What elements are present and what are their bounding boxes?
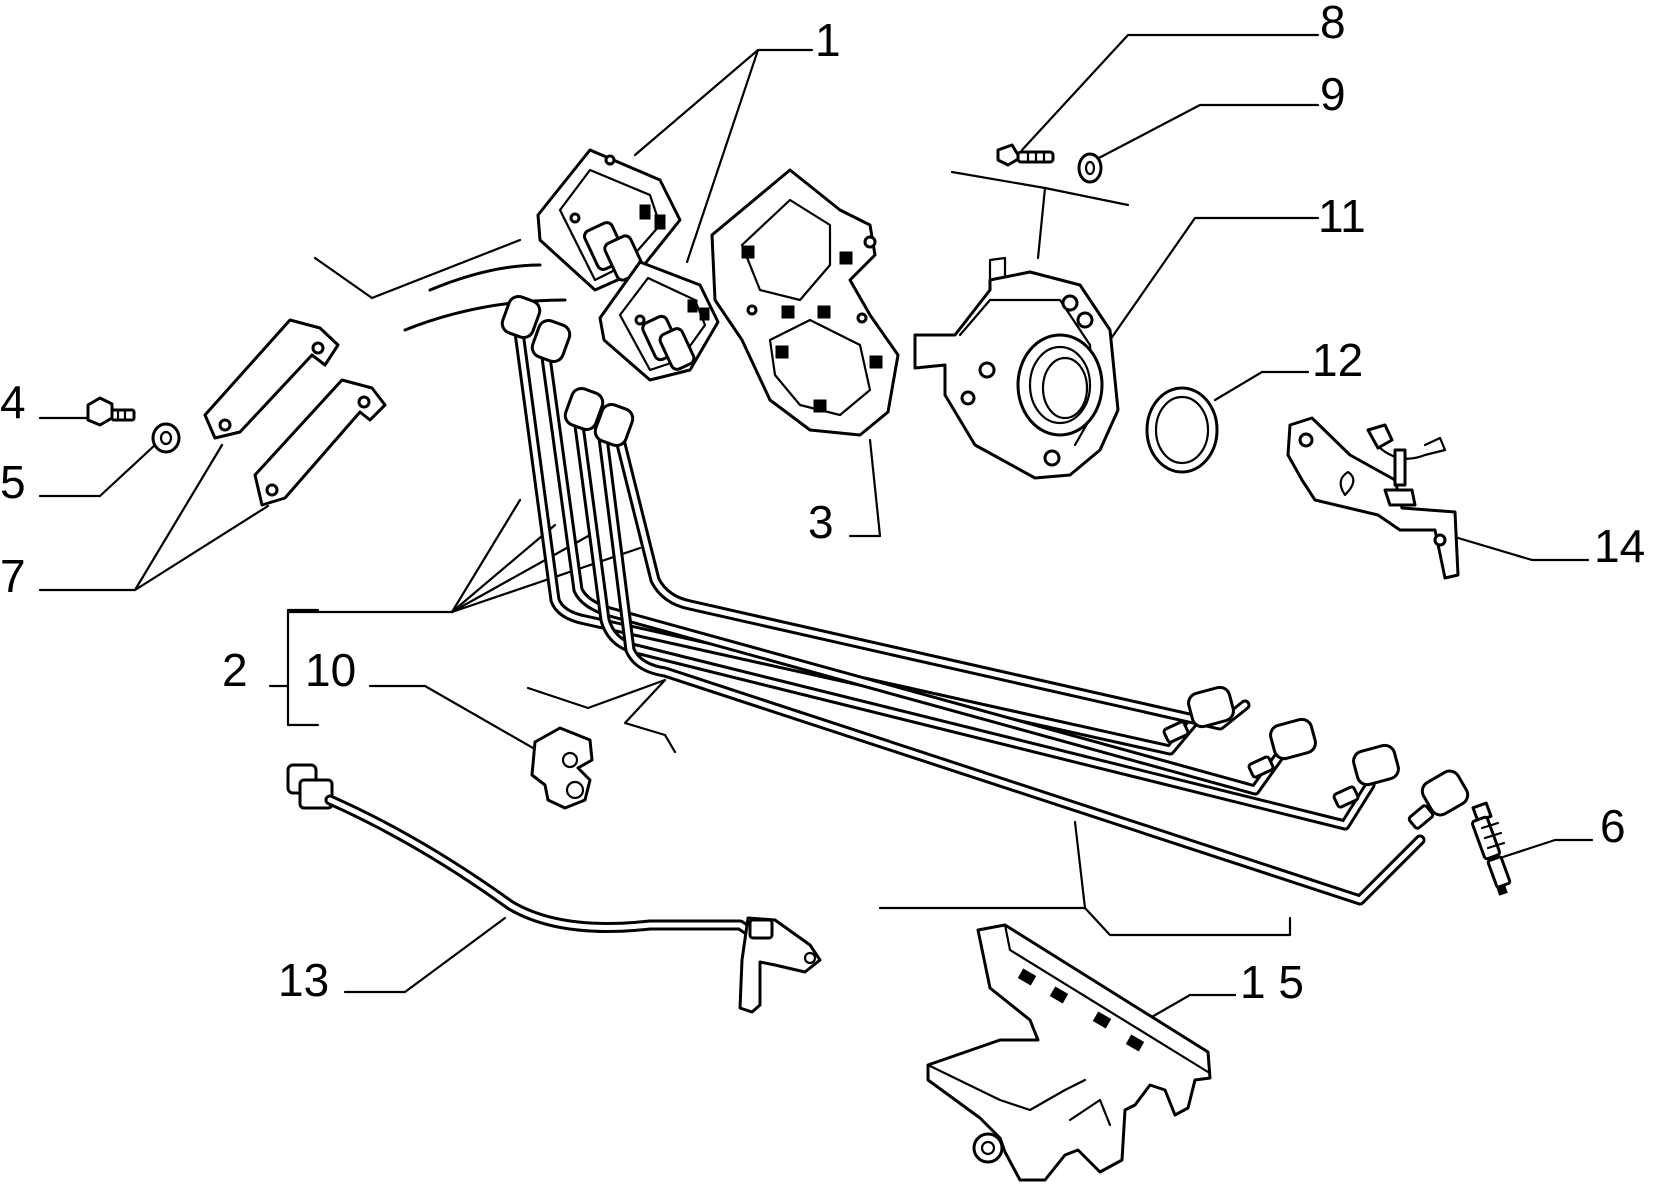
o-ring-12 [1145, 386, 1219, 474]
ignition-coil-upper [536, 148, 682, 292]
sensor-13 [286, 763, 822, 1014]
bracket-10 [526, 678, 667, 710]
leader-2c [450, 523, 557, 614]
callout-4: 4 [0, 376, 26, 428]
callout-8: 8 [1320, 0, 1346, 48]
spark-plug-6 [1470, 801, 1512, 896]
leader-8 [1020, 33, 1320, 152]
bracket-top [313, 238, 522, 300]
leader-9 [1093, 103, 1320, 162]
leader-1b [685, 48, 760, 264]
bracket-15 [878, 820, 1087, 910]
bracket-top-arc2 [428, 263, 542, 292]
leader-3 [848, 438, 882, 538]
leader-15 [1148, 993, 1237, 1020]
leader-5 [38, 443, 157, 498]
bracket-top-arc [403, 298, 567, 332]
leader-7b [133, 504, 270, 592]
callout-11: 11 [1318, 190, 1366, 242]
ignition-wires [500, 294, 1470, 906]
strap-7-lower [253, 378, 387, 507]
distributor-housing [913, 256, 1120, 480]
bracket-10b [623, 678, 677, 754]
leader-13 [343, 916, 507, 994]
leader-10 [368, 684, 542, 754]
leader-12 [1213, 370, 1310, 402]
bracket-15 [926, 923, 1212, 1182]
screw-4 [86, 396, 136, 427]
leader-14 [1436, 530, 1590, 562]
callout-13: 13 [278, 954, 329, 1006]
leader-1 [633, 48, 814, 157]
callout-3: 3 [808, 496, 834, 548]
ignition-coil-lower [598, 260, 720, 382]
callout-15: 1 5 [1240, 956, 1304, 1008]
callout-7: 7 [0, 550, 26, 602]
callout-2: 2 [222, 644, 248, 696]
bracket-2 [286, 608, 320, 727]
bracket-8-9b [1043, 186, 1130, 207]
callout-1: 1 [815, 14, 841, 66]
callout-6: 6 [1600, 800, 1626, 852]
callout-labels: 1 8 9 11 12 14 3 4 5 7 2 10 6 13 1 5 [0, 0, 1645, 1008]
bracket-8-9 [950, 170, 1047, 260]
bolt-8 [996, 143, 1055, 167]
bracket-14 [1286, 416, 1460, 580]
washer-5 [151, 422, 181, 454]
callout-14: 14 [1594, 520, 1645, 572]
callout-10: 10 [305, 644, 356, 696]
clip-10 [530, 726, 594, 810]
callout-12: 12 [1312, 334, 1363, 386]
leader-2b [450, 498, 522, 614]
callout-9: 9 [1320, 68, 1346, 120]
leader-6 [1498, 838, 1594, 860]
leader-2e [450, 546, 642, 614]
leader-lines [38, 33, 1594, 1020]
washer-9 [1077, 152, 1103, 184]
coil-mounting-plate [710, 168, 900, 437]
bracket-15b [1083, 906, 1292, 937]
strap-7-upper [203, 318, 340, 440]
leader-11 [1108, 216, 1320, 342]
callout-5: 5 [0, 456, 26, 508]
